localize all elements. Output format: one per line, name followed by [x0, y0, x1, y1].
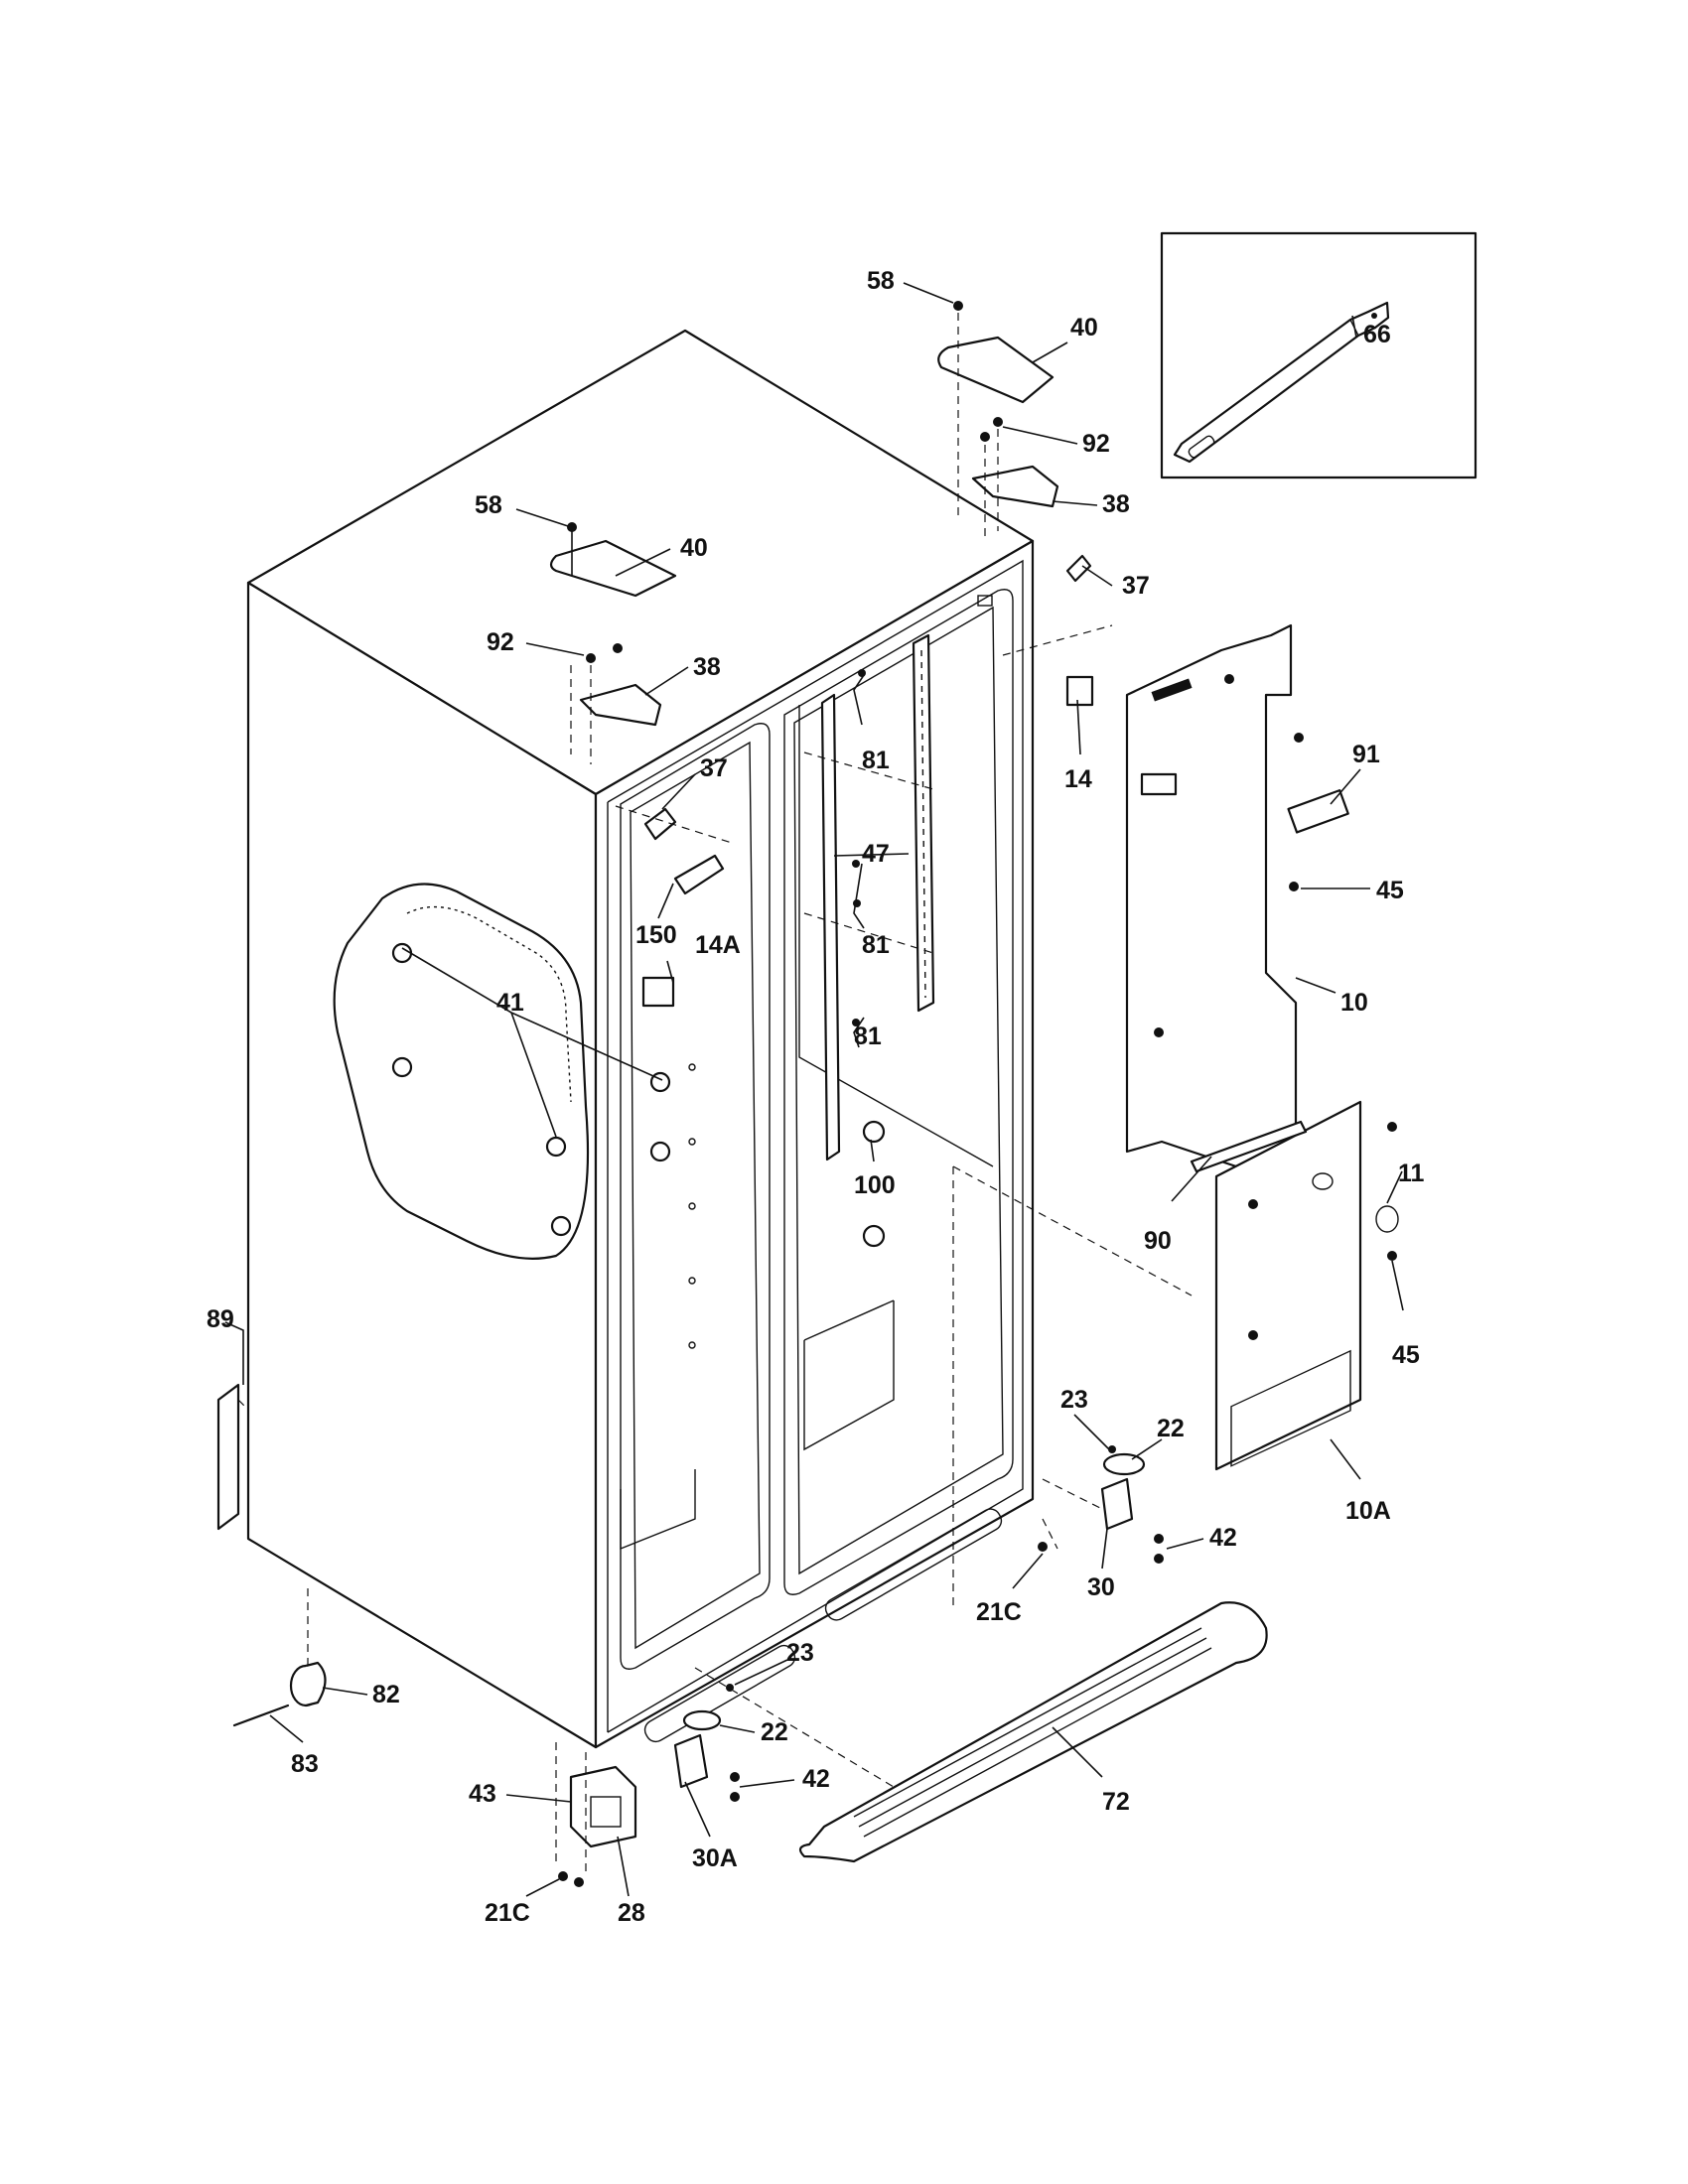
label-43: 43 — [469, 1780, 496, 1808]
label-10: 10 — [1340, 989, 1368, 1017]
label-21C-left: 21C — [485, 1899, 530, 1927]
label-150: 150 — [635, 921, 677, 949]
label-21C-right: 21C — [976, 1598, 1022, 1626]
label-42-left: 42 — [802, 1765, 830, 1793]
top-hinge-left — [549, 522, 677, 764]
label-38-top: 38 — [1102, 490, 1130, 518]
label-47: 47 — [862, 840, 890, 868]
guide-lines — [307, 624, 1193, 1876]
shelf-ladders — [820, 633, 935, 1161]
part-labels: 58 40 92 38 37 14 66 58 40 92 38 37 81 4… — [207, 267, 1425, 1927]
label-40-top: 40 — [1070, 314, 1098, 341]
label-45-lower: 45 — [1392, 1341, 1420, 1369]
label-91: 91 — [1352, 741, 1380, 768]
label-100: 100 — [854, 1171, 896, 1199]
label-14: 14 — [1064, 765, 1092, 793]
label-90: 90 — [1144, 1227, 1172, 1255]
label-38-left: 38 — [693, 653, 721, 681]
bottom-hinge-left — [673, 1684, 734, 1789]
pin-83 — [232, 1704, 290, 1727]
label-22-left: 22 — [761, 1718, 788, 1746]
rear-panel-10A — [1214, 1100, 1362, 1471]
top-hinge-right — [937, 301, 1059, 536]
label-11: 11 — [1398, 1160, 1425, 1187]
label-58-left: 58 — [475, 491, 502, 519]
label-14A: 14A — [695, 931, 741, 959]
label-81-lower: 81 — [854, 1023, 882, 1050]
label-83: 83 — [291, 1750, 319, 1778]
grommet-11 — [1375, 1205, 1399, 1233]
label-66: 66 — [1363, 321, 1391, 348]
label-37-top: 37 — [1122, 572, 1150, 600]
side-panel-89 — [216, 1383, 249, 1531]
label-23-left: 23 — [786, 1639, 814, 1667]
small-parts — [641, 554, 1094, 1349]
label-41: 41 — [496, 989, 524, 1017]
label-23-right: 23 — [1060, 1386, 1088, 1414]
seal-strip-90 — [1190, 1120, 1308, 1173]
label-22-right: 22 — [1157, 1415, 1185, 1442]
inset-panel — [1160, 231, 1477, 479]
leader-lines — [224, 282, 1404, 1897]
label-82: 82 — [372, 1681, 400, 1708]
screws — [558, 669, 1397, 1887]
label-89: 89 — [207, 1305, 234, 1333]
label-81-upper: 81 — [862, 747, 890, 774]
label-37-left: 37 — [700, 754, 728, 782]
ice-bucket-strap-drawing — [1173, 301, 1390, 464]
rear-panel-10 — [1125, 623, 1349, 1168]
toe-grille-72 — [798, 1601, 1268, 1863]
label-45-upper: 45 — [1376, 877, 1404, 904]
door-stop-panel — [333, 883, 590, 1260]
leveling-leg-82 — [289, 1661, 327, 1707]
label-30A: 30A — [692, 1844, 738, 1872]
label-10A: 10A — [1345, 1497, 1391, 1525]
label-42-right: 42 — [1209, 1524, 1237, 1552]
bottom-hinge-right — [1100, 1445, 1146, 1531]
label-92-top: 92 — [1082, 430, 1110, 458]
label-28: 28 — [618, 1899, 645, 1927]
bottom-bracket-43 — [569, 1765, 637, 1848]
label-40-left: 40 — [680, 534, 708, 562]
label-81-middle: 81 — [862, 931, 890, 959]
label-72: 72 — [1102, 1788, 1130, 1816]
label-58-top: 58 — [867, 267, 895, 295]
label-92-left: 92 — [487, 628, 514, 656]
label-30: 30 — [1087, 1573, 1115, 1601]
